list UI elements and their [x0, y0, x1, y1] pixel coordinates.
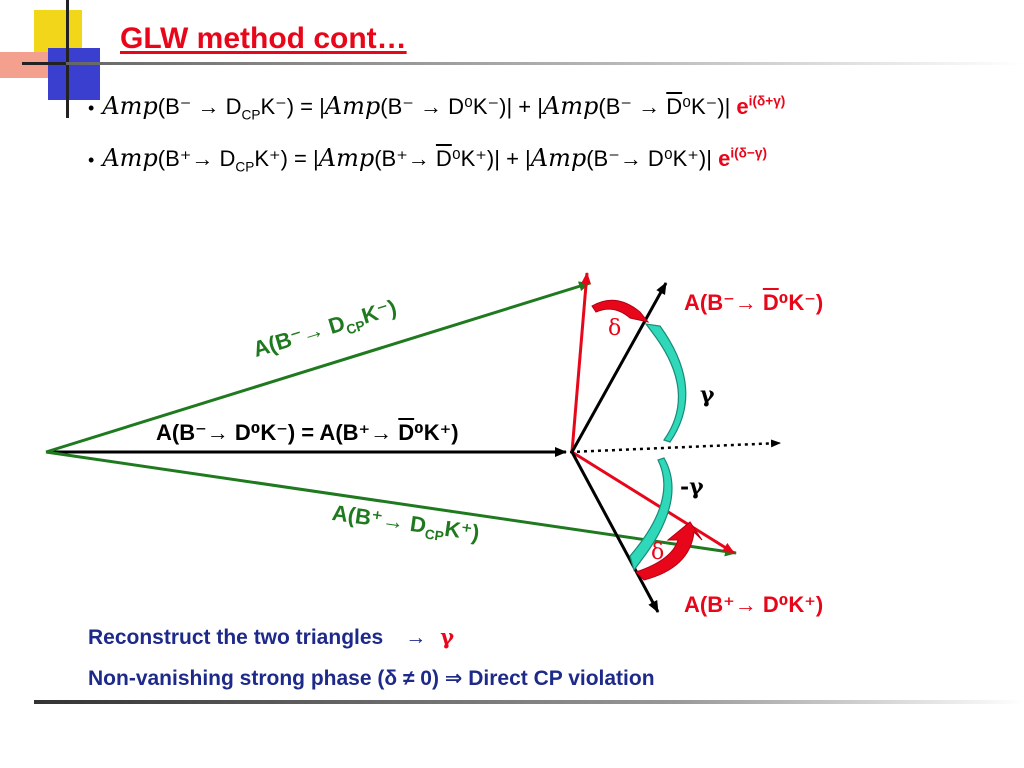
gamma-lower-label: -γ: [680, 474, 704, 500]
delta-arc-upper: [591, 299, 650, 323]
black-vector-lower: [570, 451, 660, 613]
bottom-rule: [34, 700, 1024, 704]
green-vector-upper: [45, 281, 591, 454]
page-title: GLW method cont…: [120, 22, 407, 55]
center-vector-label: A(B⁻→ D⁰K⁻) = A(B⁺→ D⁰K⁺): [156, 420, 459, 445]
green-vector-lower: [45, 450, 737, 557]
equation-bullet-2: •Amp(B⁺→ DCPK⁺) = |Amp(B⁺→ D⁰K⁺)| + |Amp…: [88, 144, 767, 175]
dotted-axis: [569, 439, 781, 454]
black-vector-upper: [570, 282, 668, 453]
bullet-symbol: •: [88, 98, 95, 118]
gamma-arc-lower: [629, 457, 673, 572]
delta-arc-lower: [635, 521, 703, 581]
red-vector-lower: [571, 450, 735, 555]
gamma-upper-label: γ: [700, 382, 715, 408]
corner-decoration: [0, 0, 120, 118]
gamma-arc-upper: [644, 323, 687, 443]
delta-lower-label: δ: [651, 540, 665, 565]
amp-symbol: Amp: [102, 144, 158, 172]
summary-line-1: Reconstruct the two triangles→γ: [88, 624, 455, 649]
phase-factor: ei(δ+γ): [736, 93, 786, 119]
phase-factor: ei(δ−γ): [718, 145, 767, 171]
amp-symbol: Amp: [102, 92, 158, 120]
bullet-symbol: •: [88, 150, 95, 170]
red-vector-upper: [570, 272, 592, 453]
bottom-right-label: A(B⁺→ D⁰K⁺): [684, 592, 824, 617]
summary-line-2: Non-vanishing strong phase (δ ≠ 0) ⇒ Dir…: [88, 667, 655, 690]
delta-upper-label: δ: [608, 316, 622, 341]
title-rule: [66, 62, 1024, 65]
top-right-label: A(B⁻→ D⁰K⁻): [684, 290, 824, 315]
equation-bullet-1: •Amp(B⁻ → DCPK⁻) = |Amp(B⁻ → D⁰K⁻)| + |A…: [88, 92, 786, 123]
